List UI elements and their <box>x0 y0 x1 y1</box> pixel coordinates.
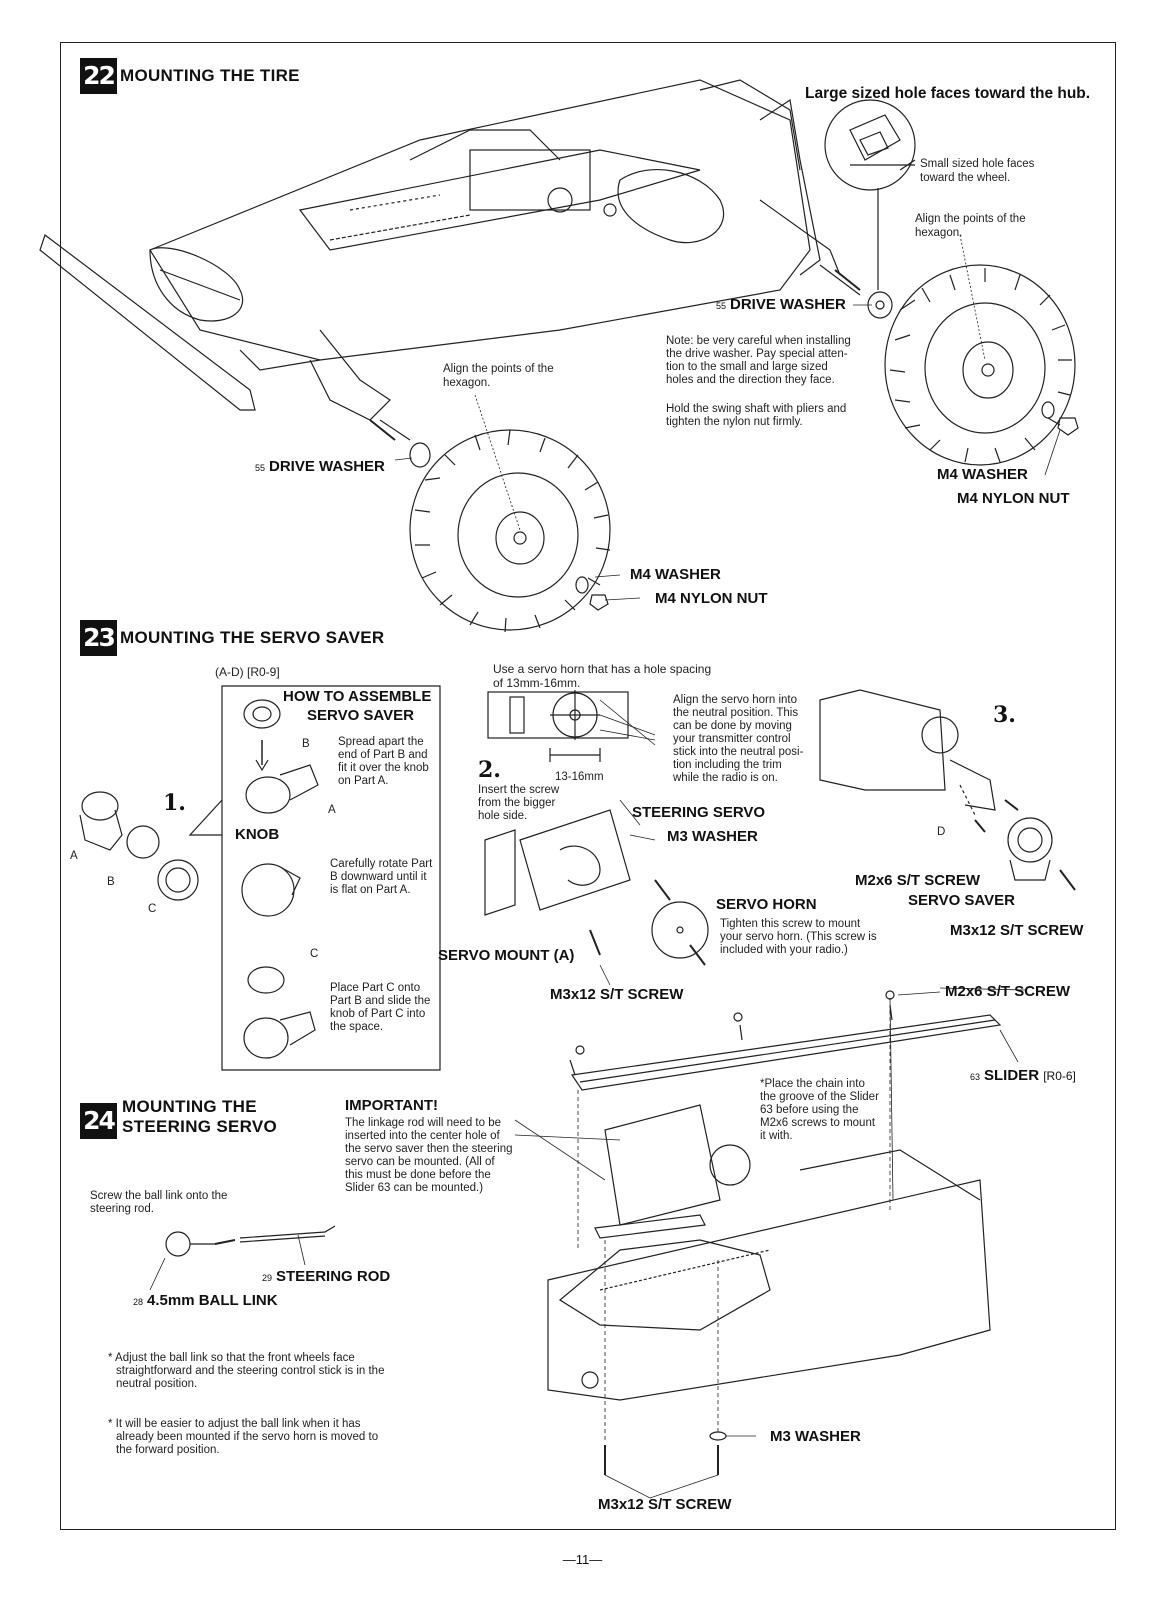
step-2-marker: 2. <box>478 757 501 783</box>
chassis-drawing <box>39 79 861 441</box>
parts-a-b-c <box>79 791 199 901</box>
page-number: —11— <box>562 1552 603 1567</box>
m4-nylon-nut-label-right: M4 NYLON NUT <box>957 490 1070 507</box>
servo-saver-box <box>188 685 441 1071</box>
align-note-left-2: hexagon. <box>443 377 491 389</box>
servo-horn-diagram <box>487 690 656 762</box>
leaders-24 <box>514 987 1026 1201</box>
m4-washer-label-right: M4 WASHER <box>937 466 1028 483</box>
lower-chassis-drawing <box>547 1010 991 1499</box>
important-heading: IMPORTANT! <box>345 1097 439 1114</box>
steering-servo-label: STEERING SERVO <box>632 804 766 821</box>
left-wheel <box>409 429 611 633</box>
section-title-24-line2: STEERING SERVO <box>122 1117 278 1136</box>
steering-servo-drawing <box>594 1104 751 1239</box>
step-number-22: 22 <box>80 58 117 94</box>
step-number-24: 24 <box>80 1103 117 1139</box>
align-note-right-2: hexagon. <box>915 227 963 239</box>
how-to-assemble-title-1: HOW TO ASSEMBLE <box>283 688 432 705</box>
step-1-marker: 1. <box>163 790 186 816</box>
m3-washer-label: M3 WASHER <box>667 828 758 845</box>
part-c-label: C <box>148 903 157 915</box>
m2x6-screw-label: M2x6 S/T SCREW <box>855 872 981 889</box>
leaders-22 <box>369 234 1061 601</box>
washer-detail <box>824 99 916 290</box>
m3x12-screw-label-bottom: M3x12 S/T SCREW <box>598 1496 732 1513</box>
servo-horn-label: SERVO HORN <box>716 896 817 913</box>
section-title-23: MOUNTING THE SERVO SAVER <box>120 628 385 647</box>
ball-link-drawing <box>149 1225 336 1291</box>
step3-servo-drawing <box>819 689 1076 891</box>
section-title-22: MOUNTING THE TIRE <box>120 66 300 85</box>
m2x6-screw-label-top: M2x6 S/T SCREW <box>945 983 1071 1000</box>
align-note-right-1: Align the points of the <box>915 213 1026 225</box>
m3-washer-label-bottom: M3 WASHER <box>770 1428 861 1445</box>
part-a-marker: A <box>328 804 336 816</box>
small-hole-note-1: Small sized hole faces <box>920 158 1035 170</box>
m4-nylon-nut-label-left: M4 NYLON NUT <box>655 590 768 607</box>
servo-mount-label: SERVO MOUNT (A) <box>438 947 575 964</box>
part-d-label: D <box>937 826 946 838</box>
knob-label: KNOB <box>235 826 280 843</box>
align-note-left-1: Align the points of the <box>443 363 554 375</box>
part-c-marker: C <box>310 948 319 960</box>
horn-spacing-note-1: Use a servo horn that has a hole spacing <box>493 662 712 676</box>
m3x12-screw-label: M3x12 S/T SCREW <box>550 986 684 1003</box>
servo-saver-label: SERVO SAVER <box>908 892 1015 909</box>
right-wheel <box>867 264 1079 466</box>
small-hole-note-2: toward the wheel. <box>920 172 1011 184</box>
page-frame <box>60 42 1116 1530</box>
parts-reference: (A-D) [R0-9] <box>215 665 280 679</box>
part-a-label: A <box>70 850 78 862</box>
step-number-23: 23 <box>80 620 117 656</box>
m3x12-screw-label-right: M3x12 S/T SCREW <box>950 922 1084 939</box>
how-to-assemble-title-2: SERVO SAVER <box>307 707 414 724</box>
section-title-24-line1: MOUNTING THE <box>122 1097 257 1116</box>
part-b-label: B <box>107 876 115 888</box>
hole-spacing-dimension: 13-16mm <box>555 771 604 783</box>
adjust-note: * Adjust the ball link so that the front… <box>108 1352 385 1390</box>
m4-washer-label-left: M4 WASHER <box>630 566 721 583</box>
part-b-marker: B <box>302 738 310 750</box>
servo-mount-drawing <box>484 799 709 986</box>
assemble-steps <box>241 699 319 1059</box>
large-hole-note: Large sized hole faces toward the hub. <box>805 85 1091 102</box>
easier-note: * It will be easier to adjust the ball l… <box>108 1418 379 1456</box>
slider-drawing <box>569 990 1002 1091</box>
horn-spacing-note-2: of 13mm-16mm. <box>493 676 581 690</box>
step-3-marker: 3. <box>993 702 1016 728</box>
